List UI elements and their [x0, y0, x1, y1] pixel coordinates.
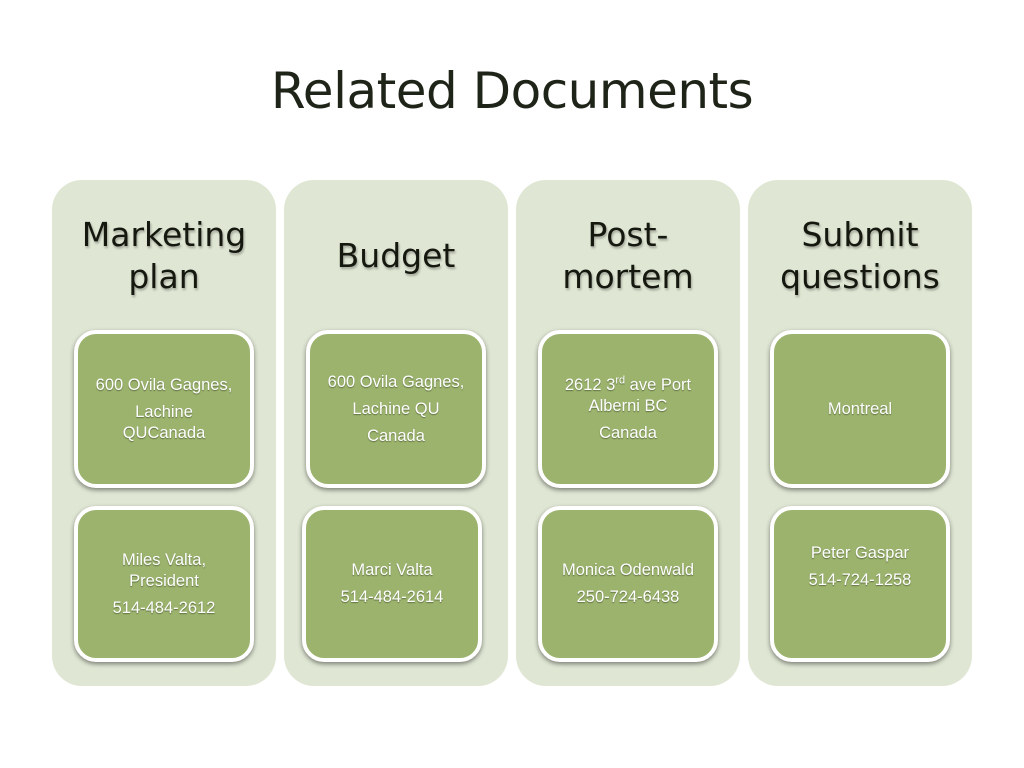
address-line: 600 Ovila Gagnes,	[327, 372, 465, 391]
contact-name: Miles Valta, President	[121, 550, 207, 590]
column-post-mortem: Post- mortem 2612 3rd ave Port Alberni B…	[516, 180, 740, 686]
address-box[interactable]: 2612 3rd ave Port Alberni BC Canada	[538, 330, 718, 488]
contact-box[interactable]: Peter Gaspar 514-724-1258	[770, 506, 950, 662]
page-title: Related Documents	[270, 62, 754, 120]
heading-line: Marketing	[81, 215, 247, 254]
column-heading: Submit questions	[748, 208, 972, 304]
address-line: 2612 3rd ave Port Alberni BC	[556, 375, 700, 417]
contact-box[interactable]: Marci Valta 514-484-2614	[302, 506, 482, 662]
heading-line: Post-	[587, 215, 669, 254]
heading-line: mortem	[562, 257, 694, 296]
address-line: Canada	[367, 426, 425, 445]
contact-box[interactable]: Miles Valta, President 514-484-2612	[74, 506, 254, 662]
column-heading: Post- mortem	[516, 208, 740, 304]
address-box[interactable]: 600 Ovila Gagnes, Lachine QU Canada	[306, 330, 486, 488]
address-line: 600 Ovila Gagnes,	[95, 375, 233, 394]
address-street: 2612 3	[564, 375, 616, 394]
address-line: Canada	[599, 423, 657, 442]
heading-line: Submit	[801, 215, 919, 254]
contact-phone: 250-724-6438	[576, 588, 680, 606]
contact-box[interactable]: Monica Odenwald 250-724-6438	[538, 506, 718, 662]
address-line: Lachine QU	[352, 399, 440, 418]
address-box[interactable]: Montreal	[770, 330, 950, 488]
ordinal-suffix: rd	[615, 374, 626, 386]
address-line: Montreal	[827, 399, 893, 418]
contact-phone: 514-724-1258	[808, 571, 912, 589]
column-marketing-plan: Marketing plan 600 Ovila Gagnes, Lachine…	[52, 180, 276, 686]
column-heading: Marketing plan	[52, 208, 276, 304]
heading-line: questions	[780, 257, 940, 296]
address-line: Lachine QUCanada	[122, 402, 206, 442]
contact-phone: 514-484-2614	[340, 588, 444, 606]
heading-line: plan	[128, 257, 200, 296]
contact-name: Marci Valta	[351, 561, 433, 579]
column-budget: Budget 600 Ovila Gagnes, Lachine QU Cana…	[284, 180, 508, 686]
column-heading: Budget	[284, 208, 508, 304]
column-submit-questions: Submit questions Montreal Peter Gaspar 5…	[748, 180, 972, 686]
address-box[interactable]: 600 Ovila Gagnes, Lachine QUCanada	[74, 330, 254, 488]
contact-name: Monica Odenwald	[561, 561, 695, 579]
contact-name: Peter Gaspar	[810, 544, 910, 562]
address-city: ave Port Alberni BC	[588, 375, 692, 415]
heading-line: Budget	[336, 236, 456, 275]
contact-phone: 514-484-2612	[112, 598, 216, 617]
